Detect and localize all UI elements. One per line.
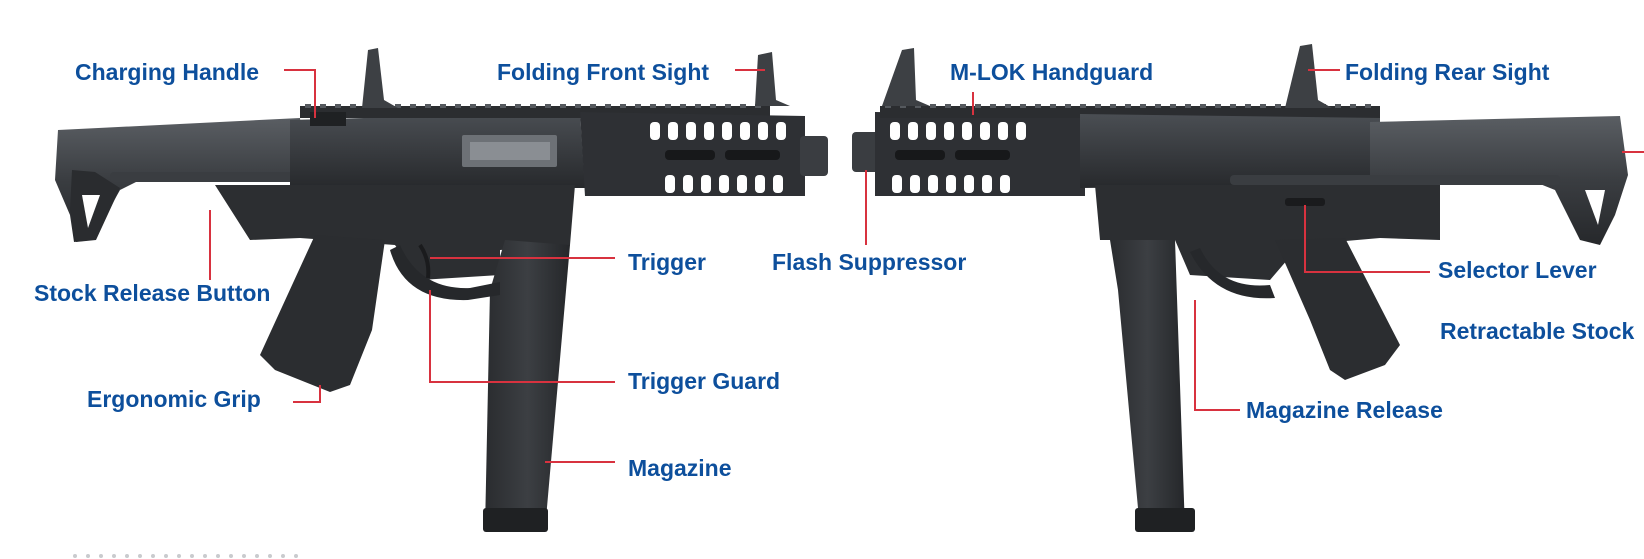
leader-selector-lever: [1304, 205, 1430, 273]
right-upper-receiver: [1080, 114, 1380, 188]
left-muzzle: [800, 136, 828, 176]
label-flash-suppressor: Flash Suppressor: [772, 249, 967, 275]
right-muzzle: [852, 132, 880, 172]
label-magazine-release: Magazine Release: [1246, 397, 1443, 423]
leader-charging-handle: [284, 69, 316, 118]
right-trigger-guard: [1190, 248, 1275, 299]
label-ergonomic-grip: Ergonomic Grip: [87, 386, 261, 412]
leader-trigger-guard: [429, 290, 615, 383]
left-charging-handle: [310, 112, 346, 126]
label-stock-release-button: Stock Release Button: [34, 280, 271, 306]
left-rifle: [55, 48, 828, 532]
right-mlok-slots: [890, 122, 1026, 193]
left-rear-sight: [362, 48, 398, 108]
right-buffer-tube: [1230, 175, 1560, 185]
leader-ergonomic-grip: [293, 385, 321, 403]
label-folding-front-sight: Folding Front Sight: [497, 59, 710, 85]
right-rear-sight: [1285, 44, 1332, 108]
watermark-dots: [73, 554, 298, 558]
left-magazine: [485, 240, 570, 530]
left-upper-receiver: [290, 112, 585, 188]
right-selector-lever: [1285, 198, 1325, 206]
right-front-sight: [882, 48, 930, 106]
leader-lines: [209, 69, 1644, 463]
left-grip: [260, 235, 385, 392]
left-trigger-guard: [390, 245, 500, 301]
label-retractable-stock: Retractable Stock: [1440, 318, 1635, 344]
right-top-rail: [880, 106, 1380, 118]
right-grip: [1275, 238, 1400, 380]
left-mlok-slots: [650, 122, 786, 193]
label-charging-handle: Charging Handle: [75, 59, 260, 85]
label-trigger-guard: Trigger Guard: [628, 368, 781, 394]
right-lower-receiver: [1095, 185, 1440, 280]
right-rifle: [852, 44, 1628, 532]
label-folding-rear-sight: Folding Rear Sight: [1345, 59, 1550, 85]
left-lower-receiver: [215, 185, 575, 280]
left-front-sight: [755, 52, 790, 106]
label-selector-lever: Selector Lever: [1438, 257, 1597, 283]
label-trigger: Trigger: [628, 249, 706, 275]
leader-magazine-release: [1194, 300, 1240, 411]
label-m-lok-handguard: M-LOK Handguard: [950, 59, 1154, 85]
label-magazine: Magazine: [628, 455, 732, 481]
right-magazine: [1110, 240, 1185, 530]
